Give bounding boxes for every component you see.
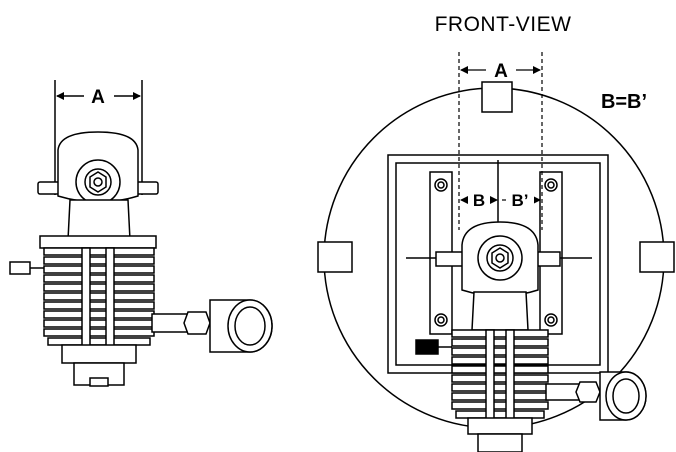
bolt-bottom-right-center	[547, 316, 555, 324]
side-glow-plug	[9, 261, 31, 275]
side-cylinder-fins	[43, 247, 155, 346]
side-mount-lugs	[39, 235, 157, 249]
front-carb-center	[495, 253, 505, 263]
front-exhaust-nut	[575, 381, 601, 403]
front-muffler-cap-inner	[612, 378, 640, 414]
front-dimension-a-label: A	[494, 61, 508, 82]
bolt-top-right-center	[547, 181, 555, 189]
bolt-top-left-center	[437, 181, 445, 189]
side-pushrod-left	[81, 247, 91, 359]
side-exhaust-nut	[183, 311, 211, 335]
front-glow-plug	[415, 339, 439, 355]
side-muffler-cap-inner	[234, 306, 266, 346]
front-view-title: FRONT-VIEW	[435, 13, 572, 36]
side-lower-body	[61, 344, 137, 364]
side-view-engine	[9, 80, 273, 387]
bolt-bottom-left-center	[437, 316, 445, 324]
front-dimension-b-prime-label: B’	[512, 191, 529, 210]
front-sump	[477, 433, 523, 452]
front-view-assembly	[317, 81, 675, 452]
front-crankcase	[471, 291, 529, 331]
front-dim-b-label-bg	[468, 188, 490, 210]
front-dimension-b-label: B	[473, 191, 485, 210]
side-drain	[89, 377, 109, 387]
side-dimension-a-label: A	[91, 87, 105, 108]
front-lower-body	[467, 417, 533, 435]
side-pushrod-right	[105, 247, 115, 359]
side-carb-center	[93, 177, 103, 187]
b-equals-b-prime-label: B=B’	[601, 91, 647, 113]
front-pushrod-left	[485, 329, 495, 431]
front-pushrod-right	[505, 329, 515, 431]
front-dimension-a	[458, 52, 543, 230]
side-crankcase	[67, 199, 131, 241]
firewall-tab-right	[639, 241, 675, 273]
firewall-tab-top	[481, 81, 513, 113]
front-dim-b-prime-label-bg	[506, 188, 534, 210]
firewall-tab-left	[317, 241, 353, 273]
